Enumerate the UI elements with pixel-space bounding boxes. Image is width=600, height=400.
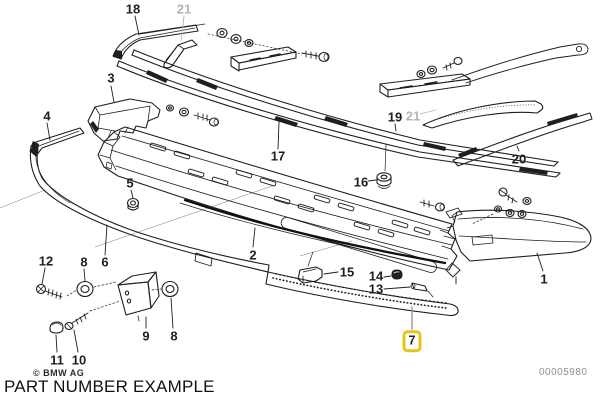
- part-label-6[interactable]: 6: [101, 254, 109, 270]
- part-9-bracket-block: [117, 271, 162, 322]
- part-label-8[interactable]: 8: [80, 254, 88, 270]
- part-18-corner-molding: [112, 23, 206, 60]
- fastener-group-top-center: [207, 28, 330, 72]
- leader-lines: [41, 15, 544, 353]
- part-2-bumper-center: [97, 126, 458, 273]
- part-label-5[interactable]: 5: [126, 175, 134, 191]
- part-label-11[interactable]: 11: [50, 352, 64, 368]
- part-7-rub-strip: [265, 271, 459, 317]
- part-11-cap: [49, 321, 64, 334]
- part-label-3[interactable]: 3: [107, 70, 115, 86]
- part-label-20[interactable]: 20: [511, 151, 527, 167]
- part-16-nut: [376, 144, 392, 189]
- part-label-15[interactable]: 15: [339, 264, 355, 280]
- part-14-cap: [391, 269, 403, 280]
- part-label-16[interactable]: 16: [353, 174, 369, 190]
- part-label-19[interactable]: 19: [387, 109, 403, 125]
- part-label-1[interactable]: 1: [540, 271, 548, 287]
- part-19-trim-strip: [131, 49, 559, 167]
- part-12-screw: [35, 283, 78, 300]
- part-3-fasteners: [165, 104, 220, 127]
- part-3-corner-piece: [87, 98, 161, 142]
- part-1-fasteners: [471, 187, 532, 225]
- part-label-2[interactable]: 2: [249, 247, 257, 263]
- part-label-14[interactable]: 14: [368, 268, 384, 284]
- part-6-rub-strip: [29, 141, 270, 273]
- part-5-nut: [126, 197, 140, 211]
- part-10-screw: [64, 300, 121, 331]
- part-15-clip: [297, 251, 323, 284]
- part-label-13[interactable]: 13: [368, 281, 384, 297]
- bmw-copyright: © BMW AG: [33, 368, 85, 378]
- part-label-9[interactable]: 9: [142, 328, 150, 344]
- part-label-21[interactable]: 21: [176, 1, 192, 17]
- diagram-sheet-number: 00005980: [539, 367, 588, 378]
- part-label-12[interactable]: 12: [38, 253, 54, 269]
- part-8-grommet-right: [161, 280, 179, 298]
- part-label-8[interactable]: 8: [170, 328, 178, 344]
- part-label-17[interactable]: 17: [270, 148, 286, 164]
- part-17-trim-strip: [116, 60, 561, 178]
- diagram-caption: PART NUMBER EXAMPLE: [4, 377, 215, 396]
- part-label-4[interactable]: 4: [43, 108, 51, 124]
- part-8-grommet-left: [76, 280, 117, 298]
- part-21-molding-right: [422, 100, 544, 129]
- part-label-10[interactable]: 10: [71, 352, 87, 368]
- part-label-7-highlighted[interactable]: 7: [402, 330, 422, 352]
- bumper-joint-parts: [419, 199, 463, 285]
- part-13-clip: [410, 282, 434, 298]
- fastener-group-top-right: [379, 43, 589, 98]
- part-label-21[interactable]: 21: [405, 108, 421, 124]
- part-label-18[interactable]: 18: [125, 1, 141, 17]
- part-20-molding: [452, 112, 593, 167]
